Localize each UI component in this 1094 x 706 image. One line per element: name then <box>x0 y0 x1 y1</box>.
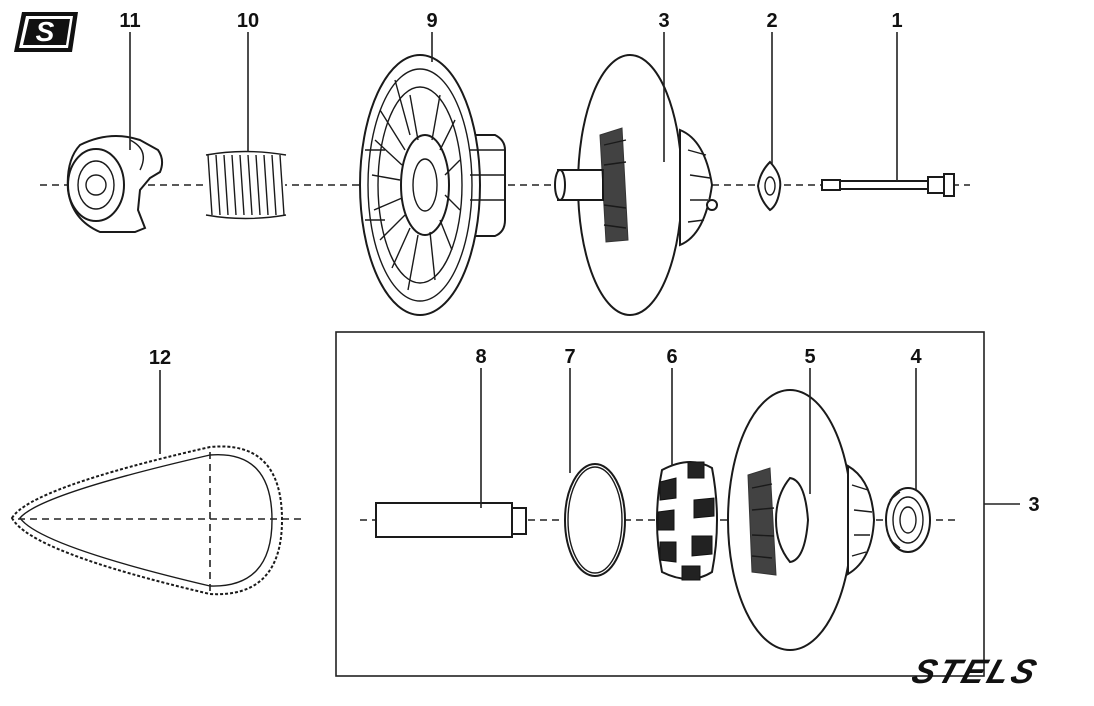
callout-11: 11 <box>119 10 140 32</box>
callout-10: 10 <box>237 10 259 32</box>
part-6-roller-ring <box>656 461 718 581</box>
callout-9: 9 <box>426 10 437 32</box>
callout-5: 5 <box>804 346 815 368</box>
part-4-bearing <box>885 487 931 553</box>
brand-wordmark: STELS <box>907 653 1044 691</box>
part-9-sheave <box>359 54 506 316</box>
callout-7: 7 <box>564 346 575 368</box>
part-12-belt <box>10 445 302 596</box>
callout-4: 4 <box>910 346 922 368</box>
callout-8: 8 <box>475 346 486 368</box>
brand-wordmark-text: STELS <box>907 653 1044 691</box>
brand-logo-letter: S <box>36 16 55 47</box>
callout-12: 12 <box>149 347 171 369</box>
part-10-spring <box>205 150 287 220</box>
part-7-o-ring <box>564 463 626 577</box>
callout-3-top: 3 <box>658 10 669 32</box>
part-1-bolt <box>821 173 955 197</box>
part-11-cap <box>66 135 164 233</box>
callout-3-group: 3 <box>1028 494 1039 516</box>
brand-logo-s: S <box>14 12 78 52</box>
part-5-sheave <box>727 389 876 651</box>
part-3-sheave-assembly <box>554 54 718 316</box>
part-8-sleeve <box>375 502 527 538</box>
callout-6: 6 <box>666 346 677 368</box>
callout-1: 1 <box>891 10 902 32</box>
part-2-washer <box>756 160 782 212</box>
callout-2: 2 <box>766 10 777 32</box>
